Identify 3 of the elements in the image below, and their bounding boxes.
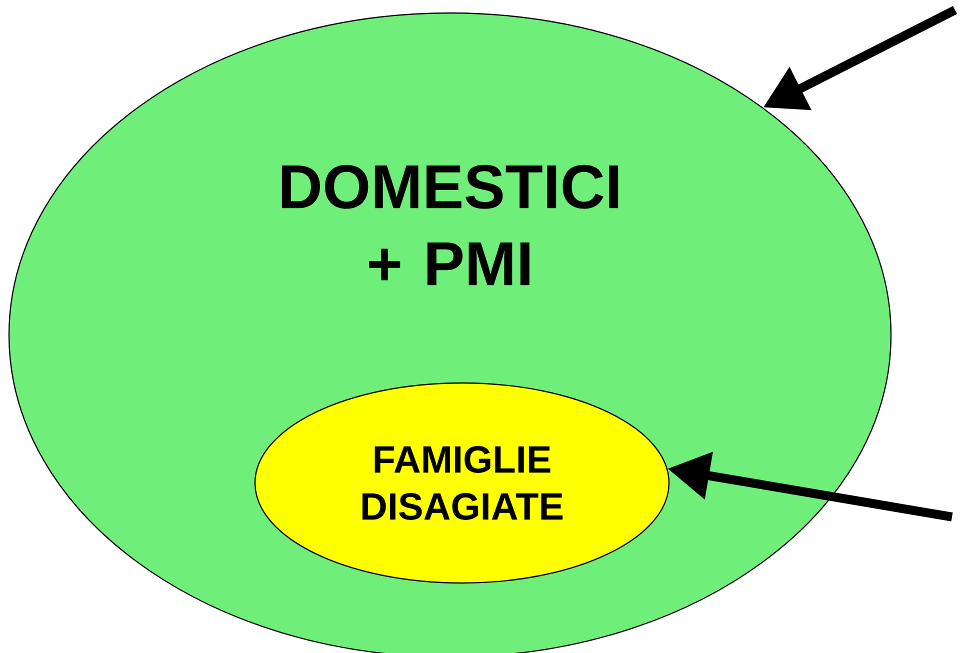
ellipse bbox=[254, 382, 670, 584]
ellipse-label: FAMIGLIE DISAGIATE bbox=[362, 446, 563, 520]
ellipse-label: DOMESTICI + PMI bbox=[282, 164, 618, 286]
